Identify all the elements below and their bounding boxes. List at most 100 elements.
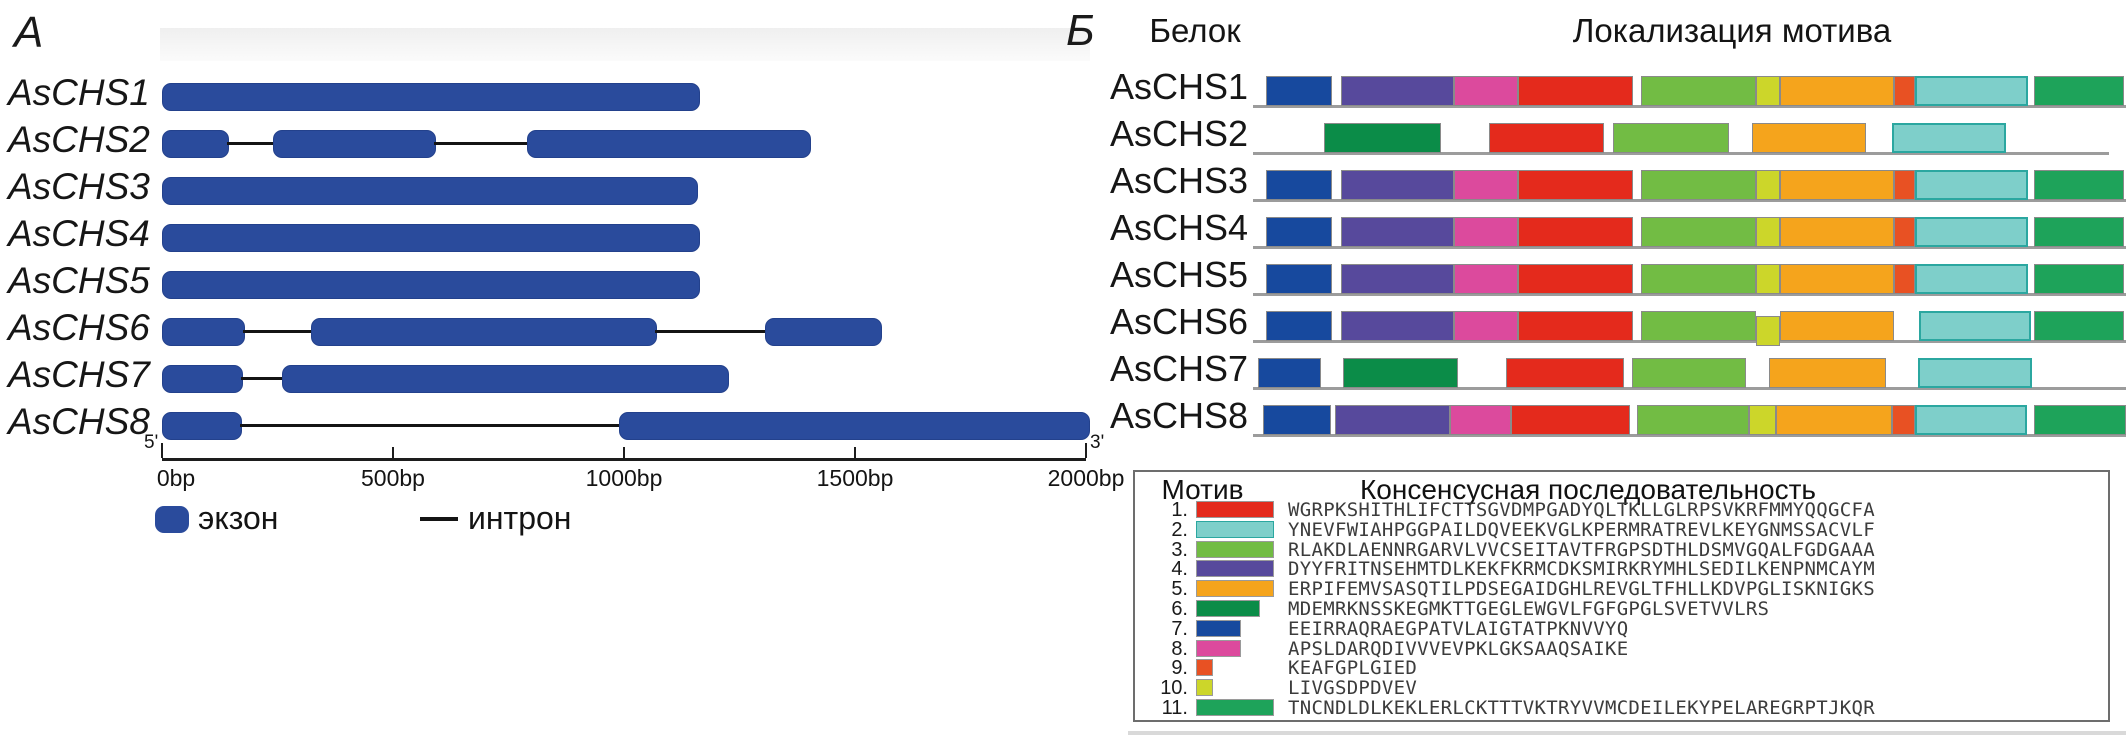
motif-box-8 xyxy=(1454,217,1518,247)
motif-number: 2. xyxy=(1171,518,1188,541)
motif-box-9 xyxy=(1894,76,1915,106)
motif-number: 7. xyxy=(1171,617,1188,640)
motif-box-11 xyxy=(2034,264,2124,294)
gene-name: AsCHS1 xyxy=(8,72,150,113)
protein-track-line xyxy=(1253,199,2126,202)
motif-box-3 xyxy=(1613,123,1729,153)
motif-box-2 xyxy=(1915,76,2028,106)
gene-name: AsCHS6 xyxy=(8,307,150,348)
motif-number: 3. xyxy=(1171,538,1188,561)
exon-bar xyxy=(764,318,883,346)
motif-box-5 xyxy=(1780,311,1894,341)
motif-consensus-sequence: APSLDARQDIVVVEVPKLGKSAAQSAIKE xyxy=(1288,637,1629,660)
exon-bar xyxy=(162,412,243,440)
motif-box-2 xyxy=(1915,217,2028,247)
motif-box-3 xyxy=(1637,405,1749,435)
motif-swatch-1 xyxy=(1196,501,1274,518)
motif-box-2 xyxy=(1915,264,2028,294)
five-prime-label: 5' xyxy=(144,432,159,453)
motif-box-7 xyxy=(1266,170,1332,200)
motif-box-8 xyxy=(1450,405,1511,435)
motif-box-10 xyxy=(1756,264,1780,294)
motif-box-1 xyxy=(1518,217,1633,247)
motif-box-11 xyxy=(2034,405,2126,435)
motif-swatch-5 xyxy=(1196,580,1274,598)
exon-legend-swatch xyxy=(155,506,189,533)
protein-name: AsCHS7 xyxy=(1109,348,1248,389)
motif-number: 11. xyxy=(1161,697,1188,719)
protein-name: AsCHS8 xyxy=(1109,395,1248,436)
protein-track-line xyxy=(1253,434,2126,437)
motif-box-5 xyxy=(1780,264,1894,294)
motif-box-2 xyxy=(1892,123,2006,153)
motif-box-8 xyxy=(1454,311,1518,341)
motif-box-6 xyxy=(1343,358,1458,388)
motif-box-3 xyxy=(1641,264,1756,294)
motif-swatch-2 xyxy=(1196,520,1274,538)
motif-box-9 xyxy=(1894,264,1915,294)
motif-consensus-sequence: TNCNDLDLKEKLERLCKTTTVKTRYVVMCDEILEKYPELA… xyxy=(1288,697,1875,719)
motif-box-11 xyxy=(2034,217,2124,247)
gene-name: AsCHS7 xyxy=(8,354,150,395)
protein-name: AsCHS2 xyxy=(1109,113,1248,154)
protein-track-line xyxy=(1253,246,2126,249)
motif-box-4 xyxy=(1335,405,1450,435)
motif-box-1 xyxy=(1518,170,1633,200)
motif-box-6 xyxy=(1324,123,1441,153)
motif-box-4 xyxy=(1341,76,1454,106)
intron-line xyxy=(434,142,527,145)
consensus-table-header: Консенсусная последовательность xyxy=(1359,474,1817,505)
motif-consensus-sequence: ERPIFEMVSASQTILPDSEGAIDGHLREVGLTFHLLKDVP… xyxy=(1288,578,1875,601)
motif-box-7 xyxy=(1258,358,1321,388)
gene-name: AsCHS8 xyxy=(8,401,150,442)
protein-track-line xyxy=(1253,293,2126,296)
motif-box-1 xyxy=(1506,358,1624,388)
motif-number: 1. xyxy=(1171,499,1188,521)
motif-box-7 xyxy=(1266,217,1332,247)
motif-number: 8. xyxy=(1171,637,1188,660)
intron-line xyxy=(242,330,311,333)
motif-number: 5. xyxy=(1171,578,1188,601)
motif-box-8 xyxy=(1454,264,1518,294)
motif-swatch-9 xyxy=(1196,659,1214,677)
exon-legend-label: экзон xyxy=(198,500,279,536)
panel-a-label: А xyxy=(14,8,44,57)
exon-bar xyxy=(162,130,230,158)
gene-name: AsCHS5 xyxy=(8,260,150,301)
motif-box-2 xyxy=(1918,358,2032,388)
motif-box-11 xyxy=(2034,311,2124,341)
exon-bar xyxy=(310,318,657,346)
axis-tick xyxy=(623,447,625,458)
exon-bar xyxy=(162,318,245,346)
gene-name: AsCHS4 xyxy=(8,213,150,254)
motif-box-5 xyxy=(1769,358,1886,388)
motif-box-1 xyxy=(1511,405,1630,435)
exon-bar xyxy=(162,271,700,299)
axis-tick-label: 2000bp xyxy=(1047,465,1125,491)
motif-localization-header: Локализация мотива xyxy=(1572,12,1892,49)
intron-line xyxy=(240,424,619,427)
motif-swatch-6 xyxy=(1196,600,1260,617)
motif-consensus-sequence: RLAKDLAENNRGARVLVVCSEITAVTFRGPSDTHLDSMVG… xyxy=(1288,538,1875,561)
motif-swatch-8 xyxy=(1196,639,1242,657)
protein-name: AsCHS1 xyxy=(1109,66,1248,107)
motif-number: 6. xyxy=(1171,598,1188,620)
motif-box-3 xyxy=(1632,358,1746,388)
motif-box-5 xyxy=(1780,217,1894,247)
motif-box-4 xyxy=(1341,311,1454,341)
intron-legend-dash xyxy=(420,517,458,521)
protein-name: AsCHS4 xyxy=(1109,207,1248,248)
exon-bar xyxy=(526,130,811,158)
intron-line xyxy=(241,377,283,380)
protein-track-line xyxy=(1253,340,2126,343)
exon-bar xyxy=(272,130,437,158)
motif-box-2 xyxy=(1919,311,2031,341)
exon-bar xyxy=(162,224,700,252)
axis-tick-label: 1500bp xyxy=(816,465,894,491)
motif-box-11 xyxy=(2034,170,2124,200)
motif-box-10 xyxy=(1756,170,1780,200)
motif-swatch-3 xyxy=(1196,540,1274,558)
motif-box-10 xyxy=(1756,316,1780,346)
motif-box-5 xyxy=(1752,123,1866,153)
